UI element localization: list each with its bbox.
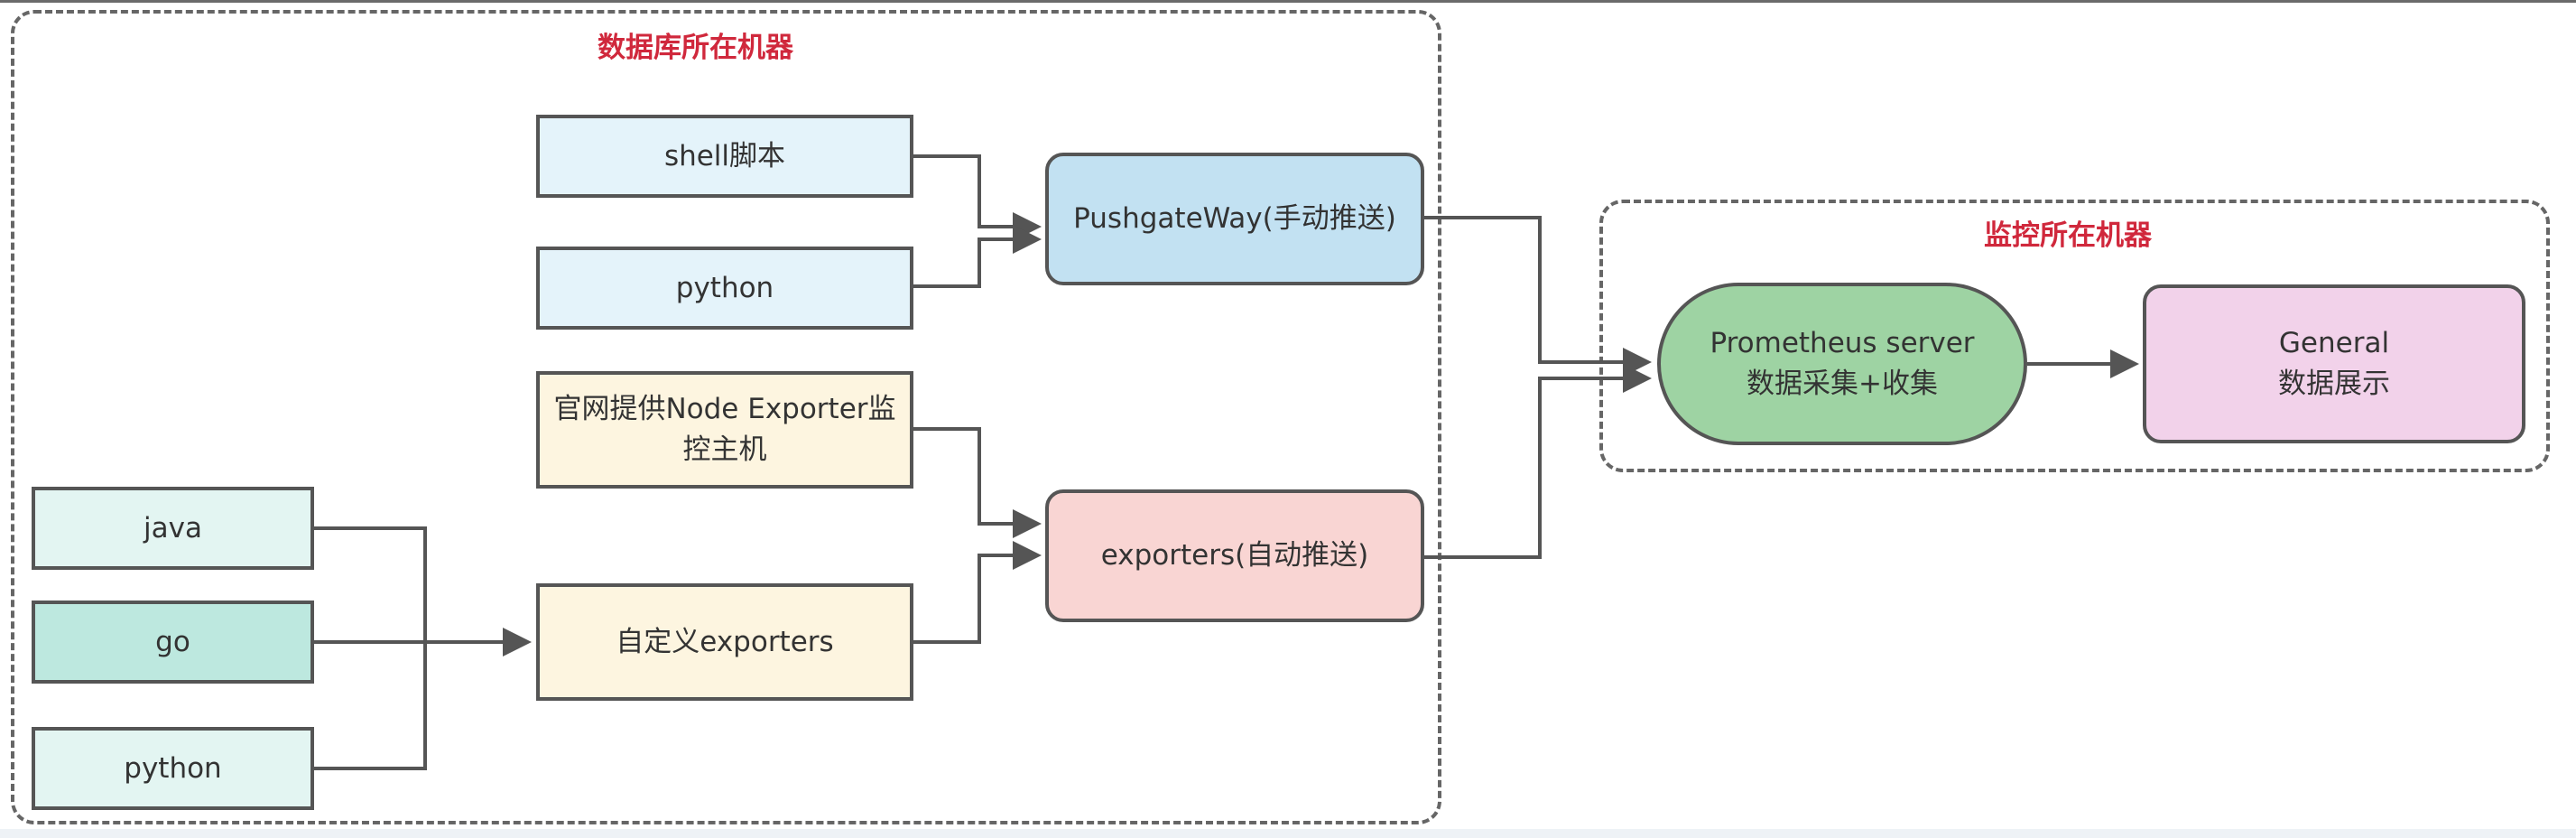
edge-custom-to-exporters: [912, 541, 1042, 644]
edge-pushgateway-to-prometheus: [1424, 216, 1652, 377]
go-label: go: [155, 625, 190, 658]
exporters-node: exporters(自动推送): [1045, 489, 1424, 622]
java-node: java: [32, 487, 314, 570]
shell-script-node: shell脚本: [536, 115, 913, 198]
exporters-label: exporters(自动推送): [1100, 539, 1369, 573]
general-label-2: 数据展示: [2278, 368, 2390, 400]
pushgateway-label: PushgateWay(手动推送): [1073, 202, 1396, 236]
edge-nodeexporter-to-exporters: [912, 427, 1042, 538]
general-label-1: General: [2278, 327, 2390, 360]
edges-layer: [312, 154, 2139, 770]
node-exporter-label-2: 控主机: [682, 433, 767, 466]
monitor-machine-title: 监控所在机器: [1984, 219, 2152, 252]
go-node: go: [32, 601, 314, 684]
shell-script-label: shell脚本: [663, 139, 786, 172]
edge-python-to-pushgateway: [912, 225, 1042, 288]
db-machine-title: 数据库所在机器: [598, 32, 793, 64]
node-exporter-node: 官网提供Node Exporter监 控主机: [536, 371, 913, 489]
custom-exporters-node: 自定义exporters: [536, 583, 913, 701]
edge-python-lang-to-custom: [312, 642, 427, 770]
db-machine-group: [11, 10, 1441, 824]
edge-java-to-custom: [312, 526, 427, 642]
python-lang-node: python: [32, 727, 314, 810]
python-push-node: python: [536, 247, 913, 330]
python-lang-label: python: [124, 751, 222, 785]
java-label: java: [144, 511, 202, 545]
custom-exporters-label: 自定义exporters: [616, 625, 834, 658]
prometheus-label-1: Prometheus server: [1710, 327, 1975, 360]
python-push-label: python: [675, 271, 774, 304]
pushgateway-node: PushgateWay(手动推送): [1045, 153, 1424, 285]
general-node: General 数据展示: [2143, 284, 2525, 443]
edge-shell-to-pushgateway: [912, 154, 1042, 241]
monitor-machine-group: [1599, 200, 2550, 472]
prometheus-server-node: Prometheus server 数据采集+收集: [1657, 283, 2027, 445]
bottom-strip: [0, 829, 2576, 838]
node-exporter-label-1: 官网提供Node Exporter监: [553, 393, 896, 426]
edge-exporters-to-prometheus: [1424, 364, 1652, 559]
prometheus-label-2: 数据采集+收集: [1747, 368, 1938, 400]
